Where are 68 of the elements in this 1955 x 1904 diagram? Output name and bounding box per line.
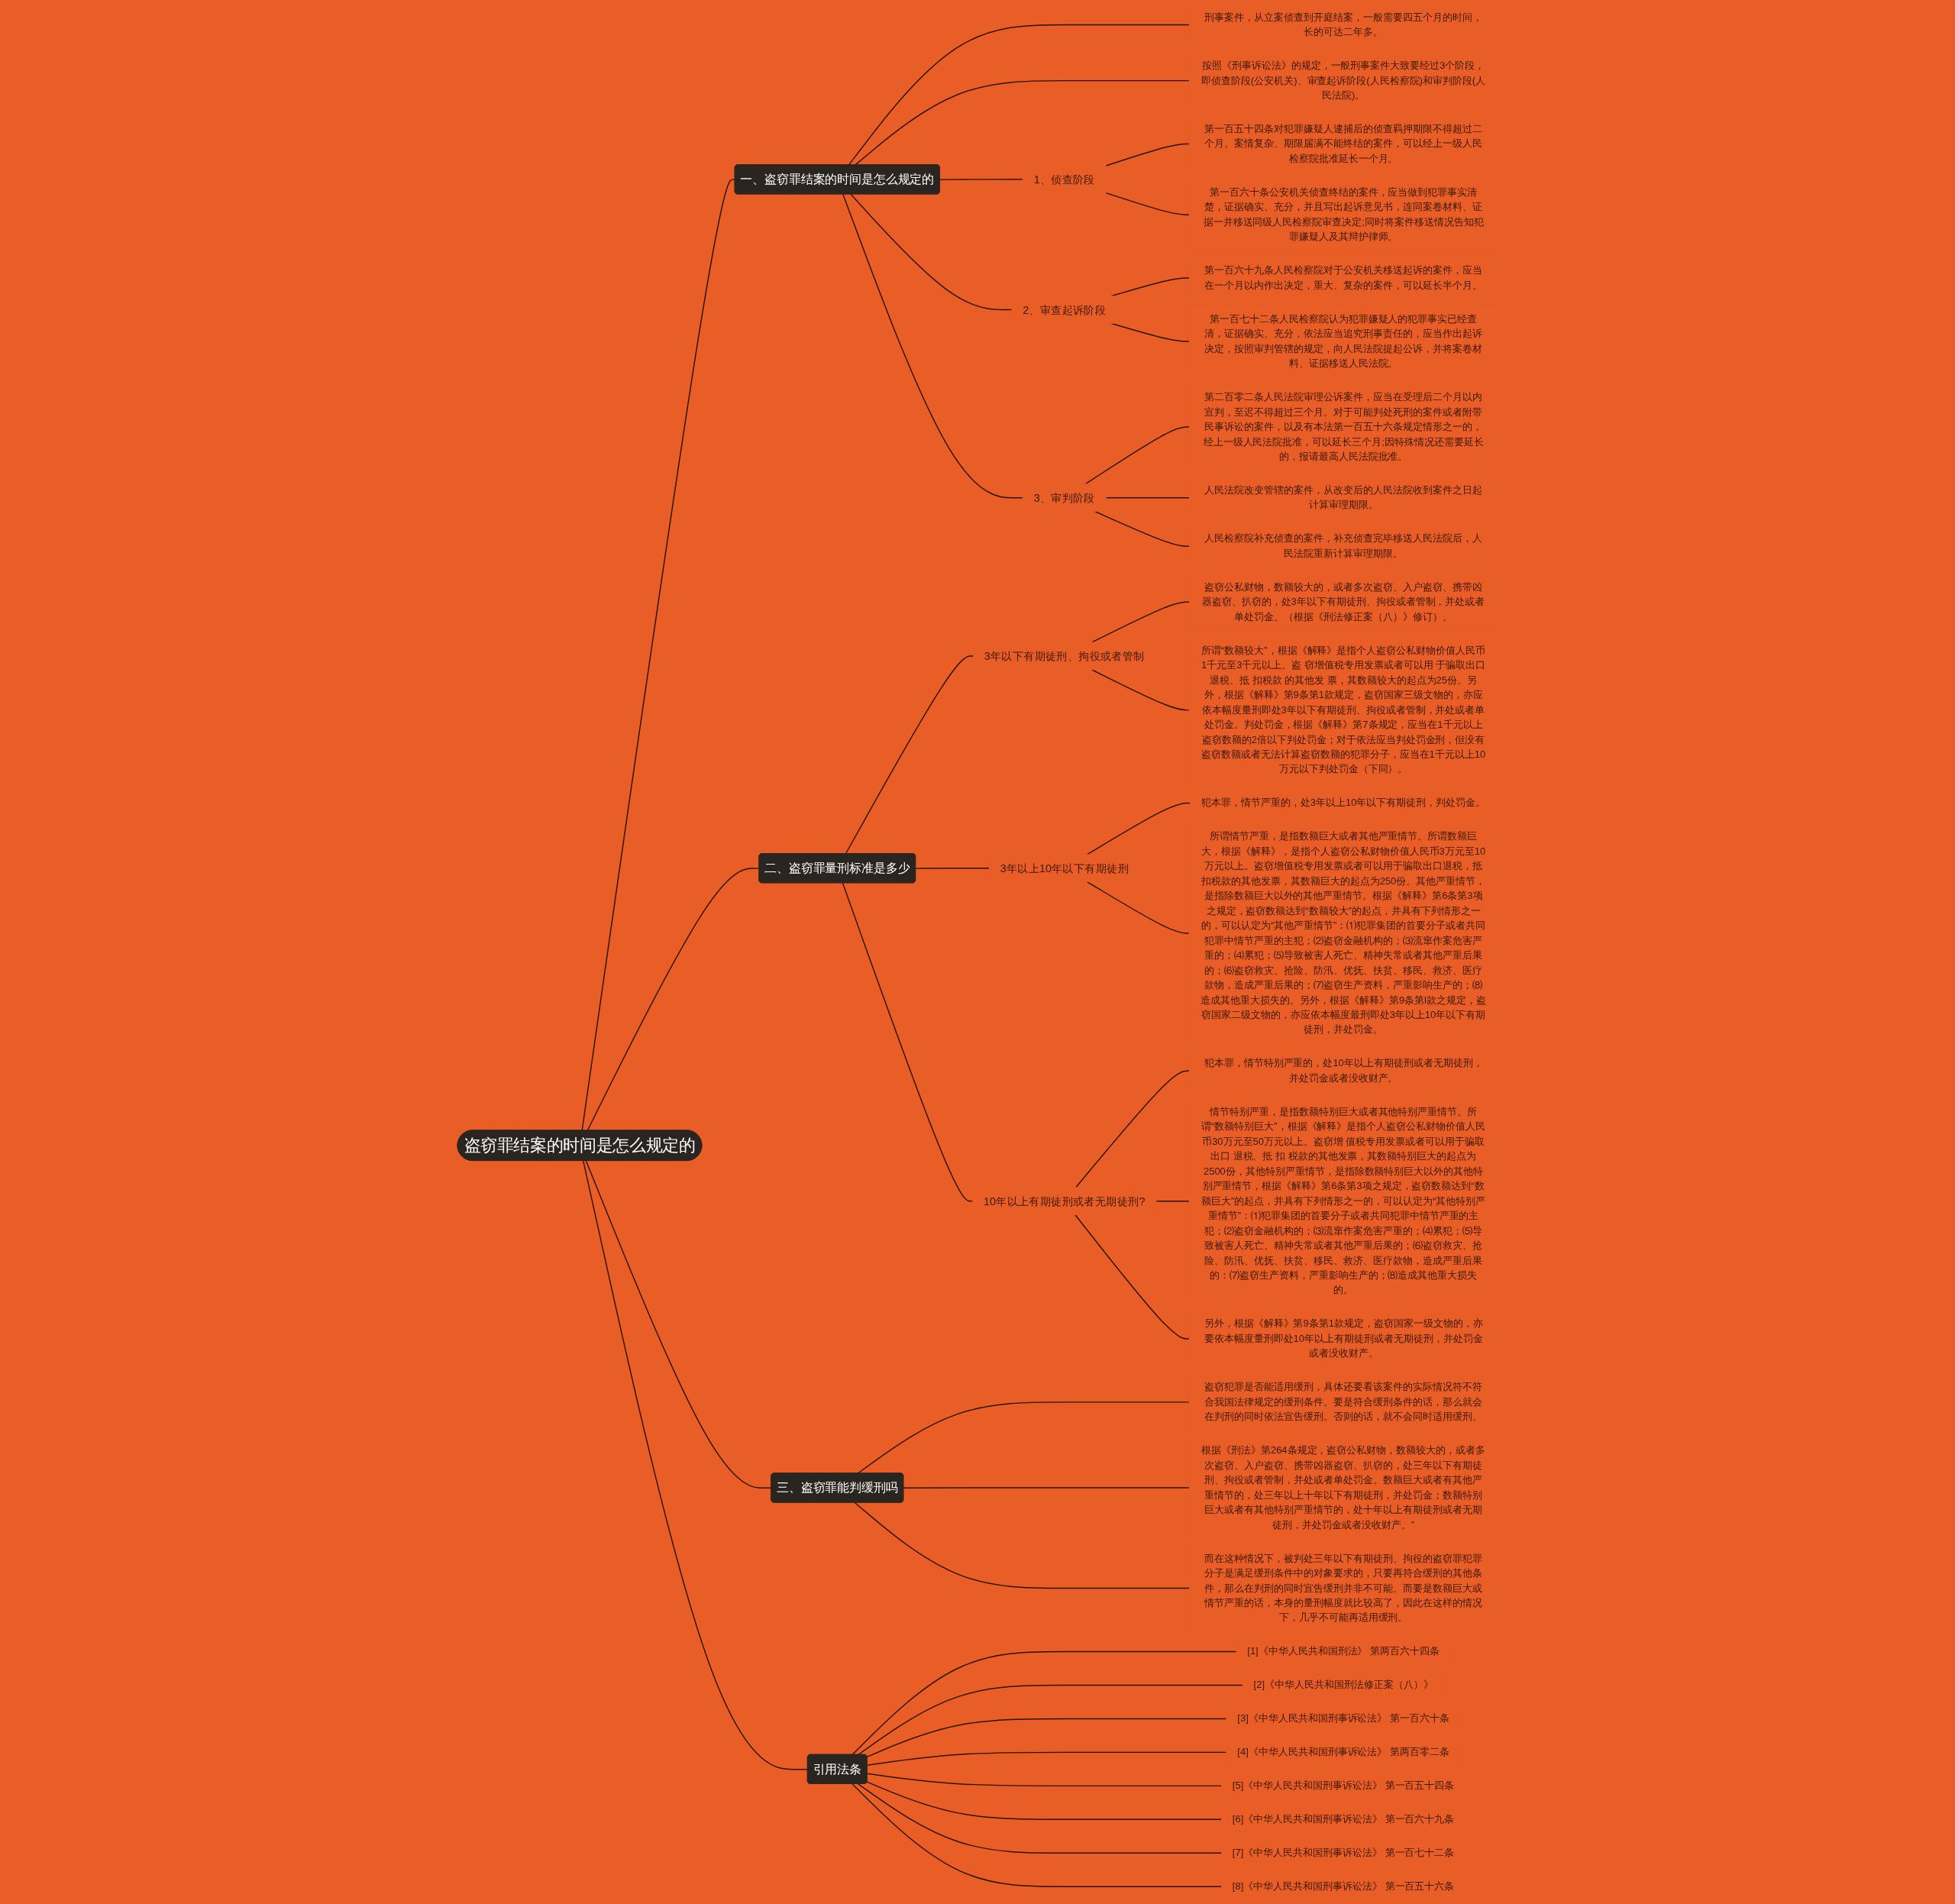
connector [854, 79, 1190, 166]
connector [842, 193, 1024, 499]
connector [915, 868, 990, 869]
node-text: [1]《中华人民共和国刑法》 第两百六十四条 [1247, 1645, 1440, 1657]
connector [851, 1650, 1237, 1756]
connector [866, 1781, 1223, 1821]
connector [1091, 601, 1190, 643]
connector [1105, 497, 1190, 499]
connector [939, 179, 1024, 180]
node-text: 3、审判阶段 [1033, 491, 1095, 504]
connector [1105, 192, 1190, 215]
node-text: 根据《刑法》第264条规定，盗窃公私财物，数额较大的，或者多次盗窃、入户盗窃、携带凶器盗窃、扒窃的，处三年以下有期徒刑、拘役或者管制，并处或者单处罚金。数额巨大或者有其他严重情节的，处三年以上十年以下有期徒刑，并处罚金；数额特别巨大或者有其他特别严重情节的，处十年以上有期徒刑或者无期徒刑，并处罚金或者没收财产。” [1201, 1444, 1486, 1531]
node-text: 按照《刑事诉讼法》的规定，一般刑事案件大致要经过3个阶段，即侦查阶段(公安机关)、审查起诉阶段(人民检察院)和审判阶段(人民法院)。 [1201, 60, 1486, 101]
node-text: 第二百零二条人民法院审理公诉案件，应当在受理后二个月以内宣判，至迟不得超过三个月。对于可能判处死刑的案件或者附带民事诉讼的案件，以及有本法第一百五十六条规定情形之一的，经上一级人民法院批准，可以延长三个月;因特殊情况还需要延长的，报请最高人民法院批准。 [1203, 391, 1484, 462]
node-text: 第一百六十九条人民检察院对于公安机关移送起诉的案件，应当在一个月以内作出决定，重大、复杂的案件，可以延长半个月。 [1204, 264, 1482, 291]
node-text: 第一百六十条公安机关侦查终结的案件，应当做到犯罪事实清楚，证据确实、充分，并且写出起诉意见书，连同案卷材料、证据一并移送同级人民检察院审查决定;同时将案件移送情况告知犯罪嫌疑人及其辩护律师。 [1203, 186, 1484, 243]
connector [1087, 881, 1190, 934]
connector [850, 193, 1013, 311]
node-text: 10年以上有期徒刑或者无期徒刑? [984, 1194, 1146, 1207]
node-text: [3]《中华人民共和国刑事诉讼法》 第一百六十条 [1237, 1712, 1449, 1725]
connector [1091, 669, 1190, 711]
node-text: 所谓情节严重，是指数额巨大或者其他严重情节。所谓数额巨大，根据《解释》，是指个人盗窃公私财物价值人民币3万元至10万元以上。盗窃增值税专用发票或者可以用于骗取出口退税，抵扣税款的其他发票，其数额巨大的起点为250份。其他严重情节，是指除数额巨大以外的其他严重情节。根据《解释》第6条第3项之规定，盗窃数额达到“数额较大”的起点，并具有下列情形之一的，可以认定为“其他严重情节”：⑴犯罪集团的首要分子或者共同犯罪中情节严重的主犯；⑵盗窃金融机构的；⑶流窜作案危害严重的；⑷累犯；⑸导致被害人死亡、精神失常或者其他严重后果的；⑹盗窃救灾、抢险、防汛、优抚、扶贫、移民、救济、医疗款物，造成严重后果的；⑺盗窃生产资料，严重影响生产的；⑻造成其他重大损失的。另外，根据《解释》第9条第l款之规定，盗窃国家二级文物的，亦应依本幅度最刑即处3年以上10年以下有期徒刑，并处罚金。 [1200, 830, 1486, 1036]
node-text: 另外，根据《解释》第9条第1款规定，盗窃国家一级文物的，亦要依本幅度量刑即处10年以上有期徒刑或者无期徒刑，并处罚金或者没收财产。 [1204, 1317, 1483, 1359]
node-text: [8]《中华人民共和国刑事诉讼法》 第一百五十六条 [1232, 1880, 1455, 1893]
connector [903, 1487, 1190, 1489]
node-text: 盗窃公私财物，数额较大的，或者多次盗窃、入户盗窃、携带凶器盗窃、扒窃的，处3年以下有期徒刑、拘役或者管制，并处或者单处罚金。（根据《刑法修正案（八）》修订）。 [1201, 581, 1485, 622]
connector [866, 1751, 1227, 1766]
node-text: 犯本罪，情节严重的，处3年以上10年以下有期徒刑，判处罚金。 [1201, 797, 1486, 809]
connector [858, 1684, 1243, 1756]
node-text: 第一百五十四条对犯罪嫌疑人逮捕后的侦查羁押期限不得超过二个月。案情复杂、期限届满不能终结的案件，可以经上一级人民检察院批准延长一个月。 [1204, 123, 1482, 164]
node-text: 人民法院改变管辖的案件，从改变后的人民法院收到案件之日起计算审理期限。 [1204, 484, 1482, 511]
node-text: [4]《中华人民共和国刑事诉讼法》 第两百零二条 [1237, 1746, 1449, 1758]
node-text: 情节特别严重，是指数额特别巨大或者其他特别严重情节。所谓“数额特别巨大”，根据《解释》是指个人盗窃公私财物价值人民币30万元至50万元以上。盗窃增 值税专用发票或者可以用于骗取出口 退税、抵 扣 税款的其他发票，其数额特别巨大的起点为2500份，其他特别严重情节，是指除数额特别巨大以外的其他特别严重情节，根据《解释》第6条第3项之规定，盗窃数额达到“数额巨大”的起点，并具有下列情形之一的，可以认定为“其他特别严重情节”：⑴犯罪集团的首要分子或者共同犯罪中情节严重的主犯；⑵盗窃金融机构的；⑶流窜作案危害严重的；⑷累犯；⑸导致被害人死亡、精神失常或者其他严重后果的；⑹盗窃救灾、抢险、防汛、优抚、扶贫、移民、救济、医疗款物，造成严重后果的：⑺盗窃生产资料，严重影响生产的；⑻造成其他重大损失的。 [1201, 1106, 1486, 1296]
node-text: 盗窃犯罪是否能适用缓刑，具体还要看该案件的实际情况符不符合我国法律规定的缓刑条件。要是符合缓刑条件的话，那么就会在判刑的同时依法宣告缓刑。否则的话，就不会同时适用缓刑。 [1204, 1381, 1482, 1423]
connector [1155, 1201, 1190, 1202]
connector [845, 655, 974, 855]
connector [842, 882, 974, 1202]
connector [857, 1401, 1190, 1474]
connector [1074, 1214, 1190, 1340]
connector [858, 1783, 1223, 1854]
node-text: 第一百七十二条人民检察院认为犯罪嫌疑人的犯罪事实已经查清，证据确实、充分，依法应当追究刑事责任的，应当作出起诉决定，按照审判管辖的规定，向人民法院提起公诉，并将案卷材料、证据移送人民法院。 [1204, 313, 1482, 370]
node-text: 刑事案件，从立案侦查到开庭结案，一般需要四五个月的时间，长的可达二年多。 [1204, 11, 1482, 38]
connector [1084, 426, 1190, 485]
node-text: [2]《中华人民共和国刑法修正案（八）》 [1253, 1679, 1433, 1691]
node-text: 3年以下有期徒刑、拘役或者管制 [984, 650, 1145, 662]
connector [866, 1773, 1223, 1787]
connector [1087, 802, 1191, 855]
connector [854, 1502, 1190, 1589]
node-text: 人民检察院补充侦查的案件，补充侦查完毕移送人民法院后，人民法院重新计算审理期限。 [1204, 532, 1482, 559]
node-text: 犯本罪，情节特别严重的，处10年以上有期徒刑或者无期徒刑，并处罚金或者没收财产。 [1204, 1057, 1483, 1084]
node-text: 而在这种情况下，被判处三年以下有期徒刑、拘役的盗窃罪犯罪分子是满足缓刑条件中的对象要求的，只要再符合缓刑的其他条件，那么在判刑的同时宣告缓刑并非不可能。而要是数额巨大或情节严重的话，本身的量刑幅度就比较高了，因此在这样的情况下，几乎不可能再适用缓刑。 [1204, 1553, 1482, 1624]
connector [1105, 143, 1190, 166]
connector [581, 179, 736, 1131]
node-text: [6]《中华人民共和国刑事诉讼法》 第一百六十九条 [1232, 1813, 1455, 1825]
node-text: [7]《中华人民共和国刑事诉讼法》 第一百七十二条 [1232, 1847, 1455, 1859]
connector [848, 24, 1190, 166]
connector [866, 1718, 1227, 1757]
connector [583, 1160, 809, 1770]
node-text: 3年以上10年以下有期徒刑 [1000, 861, 1129, 874]
node-text: [5]《中华人民共和国刑事诉讼法》 第一百五十四条 [1232, 1780, 1455, 1792]
connector [851, 1783, 1223, 1887]
node-text: 1、侦查阶段 [1033, 173, 1095, 186]
connector [586, 868, 760, 1131]
connector [1094, 511, 1190, 547]
connector [585, 1160, 772, 1489]
connector [1075, 1070, 1190, 1188]
node-text: 所谓“数额较大”，根据《解释》是指个人盗窃公私财物价值人民币1千元至3千元以上。盗 窃增值税专用发票或者可以用 于骗取出口退税、抵 扣税款 的其他发 票，其数额较大的起点为25份。另外，根据《解释》第9条第1款规定，盗窃国家三级文物的，亦应依本幅度量刑即处3年以下有期徒刑、拘役或者管制，并处或者单处罚金。判处罚金，根据《解释》第7条规定，应当在1千元以上盗窃数额的2倍以下判处罚金；对于依法应当判处罚金刑，但没有盗窃数额或者无法计算盗窃数额的犯罪分子，应当在1千元以上10万元以下判处罚金（下同）。 [1201, 645, 1486, 775]
node-text: 2、审查起诉阶段 [1023, 303, 1107, 316]
